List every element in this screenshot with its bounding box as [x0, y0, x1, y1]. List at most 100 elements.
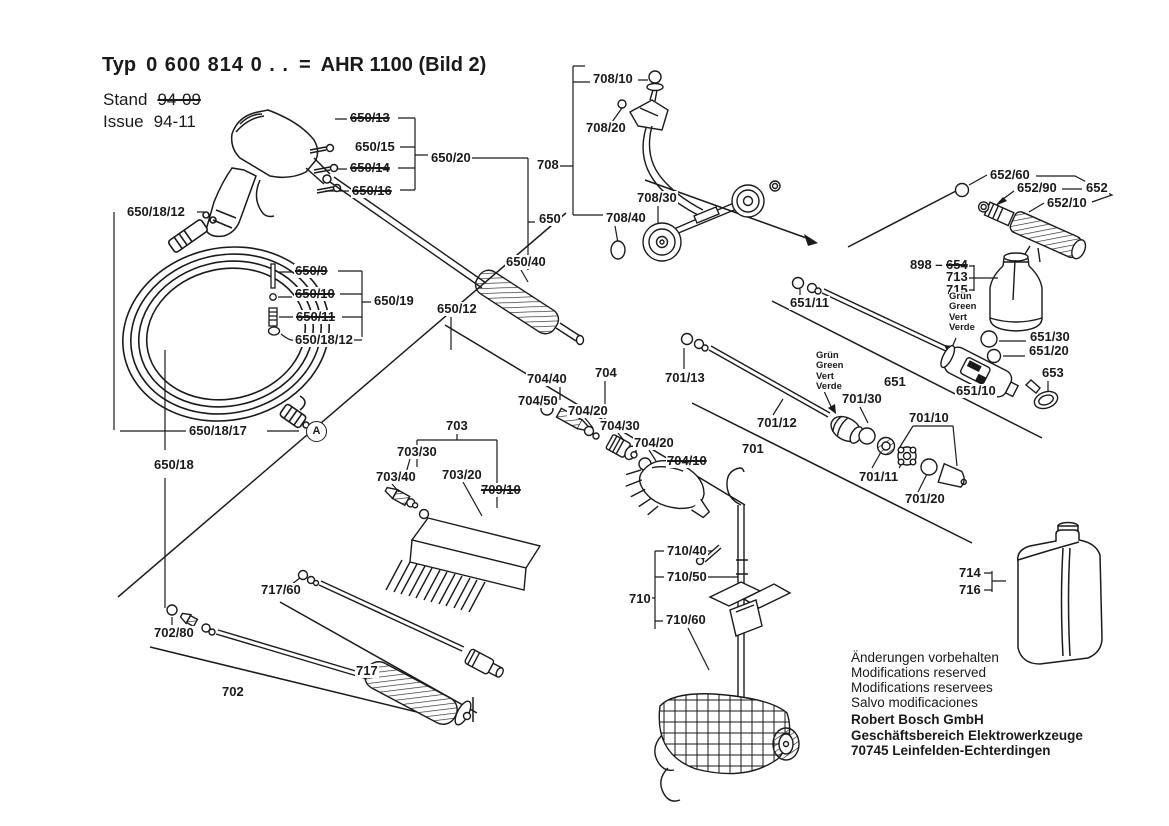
stand-value: 94-09 [157, 90, 201, 109]
part-label-701-11: 701/11 [858, 469, 900, 484]
part-label-650-11: 650/11 [295, 309, 337, 324]
part-label-650-9: 650/9 [294, 263, 329, 278]
part-label-709-10: 709/10 [480, 482, 522, 497]
title-type-code: 0 600 814 0 . . [146, 54, 289, 76]
seal-kit-parts [267, 263, 281, 336]
part-label-710: 710 [628, 591, 652, 606]
hose-coil [122, 211, 330, 429]
part-label-650-18-12: 650/18/12 [126, 204, 186, 219]
part-label-702: 702 [221, 684, 245, 699]
issue-line: Issue 94-11 [103, 112, 196, 132]
part-label-650-13: 650/13 [349, 110, 391, 125]
wash-brush-703 [384, 486, 542, 613]
part-label-710-60: 710/60 [665, 612, 707, 627]
part-label-651-30: 651/30 [1029, 329, 1071, 344]
color-note-1: Grün Green Vert Verde [949, 291, 977, 333]
title-equals: = [298, 54, 311, 76]
part-label-650-18-12: 650/18/12 [294, 332, 354, 347]
part-label-704-20: 704/20 [567, 403, 609, 418]
spray-gun [205, 109, 342, 238]
part-label-710-40: 710/40 [666, 543, 708, 558]
part-label-650: 650 [538, 211, 562, 226]
part-label-650-10: 650/10 [294, 286, 336, 301]
hose-connector [167, 219, 209, 253]
part-label-652: 652 [1085, 180, 1109, 195]
footer-company-line: Geschäftsbereich Elektrowerkzeuge [851, 727, 1083, 743]
key-ring-653 [1024, 379, 1059, 410]
part-label-650-14: 650/14 [349, 160, 391, 175]
part-label-701-30: 701/30 [841, 391, 883, 406]
nozzle-holder [830, 415, 864, 444]
part-label-651-20: 651/20 [1028, 343, 1070, 358]
part-label-702-80: 702/80 [153, 625, 195, 640]
footer-line: Modifications reservees [851, 680, 993, 696]
part-label-704-20: 704/20 [633, 435, 675, 450]
part-label-701-12: 701/12 [756, 415, 798, 430]
part-label-898-: 898 – [909, 257, 944, 272]
part-label-717: 717 [355, 663, 379, 678]
part-label-703: 703 [445, 418, 469, 433]
part-label-701-13: 701/13 [664, 370, 706, 385]
trolley-710 [654, 467, 800, 802]
part-label-654: 654 [945, 257, 969, 272]
title-typ: Typ [102, 54, 137, 76]
part-label-704-30: 704/30 [599, 418, 641, 433]
detail-marker-a: A [306, 421, 327, 442]
part-label-703-30: 703/30 [396, 444, 438, 459]
castle-nut [897, 446, 917, 466]
part-label-714: 714 [958, 565, 982, 580]
part-label-717-60: 717/60 [260, 582, 302, 597]
part-label-701: 701 [741, 441, 765, 456]
extension-tube-717 [297, 569, 504, 678]
footer-company-line: Robert Bosch GmbH [851, 712, 984, 728]
part-label-651-10: 651/10 [955, 383, 997, 398]
lance-701 [680, 332, 967, 488]
part-label-650-15: 650/15 [354, 139, 396, 154]
part-label-652-10: 652/10 [1046, 195, 1088, 210]
screw-icons [309, 143, 342, 194]
part-label-713: 713 [945, 269, 969, 284]
footer-line: Salvo modificaciones [851, 695, 978, 711]
part-label-716: 716 [958, 582, 982, 597]
stand-line: Stand 94-09 [103, 90, 201, 110]
detail-marker-letter: A [312, 425, 321, 437]
issue-label: Issue [103, 112, 144, 131]
hose-end-fitting [279, 403, 307, 429]
part-label-701-20: 701/20 [904, 491, 946, 506]
part-label-650-16: 650/16 [351, 183, 393, 198]
part-label-701-10: 701/10 [908, 410, 950, 425]
leader-lines [113, 65, 1114, 671]
footer-line: Änderungen vorbehalten [851, 650, 999, 665]
footer-line: Modifications reserved [851, 665, 987, 681]
stand-label: Stand [103, 90, 148, 109]
part-label-703-20: 703/20 [441, 467, 483, 482]
detergent-nozzle-652 [954, 182, 1087, 263]
nozzle-tip [937, 462, 967, 488]
part-label-650-18: 650/18 [153, 457, 195, 472]
part-label-708-20: 708/20 [585, 120, 627, 135]
part-label-704: 704 [594, 365, 618, 380]
title-block: Typ 0 600 814 0 . . = AHR 1100 (Bild 2) [102, 54, 486, 77]
part-label-704-10: 704/10 [666, 453, 708, 468]
canister-714 [1017, 521, 1103, 665]
part-label-708: 708 [536, 157, 560, 172]
part-label-650-12: 650/12 [436, 301, 478, 316]
part-label-708-40: 708/40 [605, 210, 647, 225]
part-label-651-11: 651/11 [789, 295, 831, 310]
part-label-652-60: 652/60 [989, 167, 1031, 182]
part-label-651: 651 [883, 374, 907, 389]
part-label-704-40: 704/40 [526, 371, 568, 386]
part-label-653: 653 [1041, 365, 1065, 380]
detergent-bottle-898 [989, 252, 1043, 332]
part-label-650-20: 650/20 [430, 150, 472, 165]
part-label-650-18-17: 650/18/17 [188, 423, 248, 438]
issue-value: 94-11 [153, 112, 196, 131]
part-label-710-50: 710/50 [666, 569, 708, 584]
part-label-708-30: 708/30 [636, 190, 678, 205]
part-label-650-19: 650/19 [373, 293, 415, 308]
